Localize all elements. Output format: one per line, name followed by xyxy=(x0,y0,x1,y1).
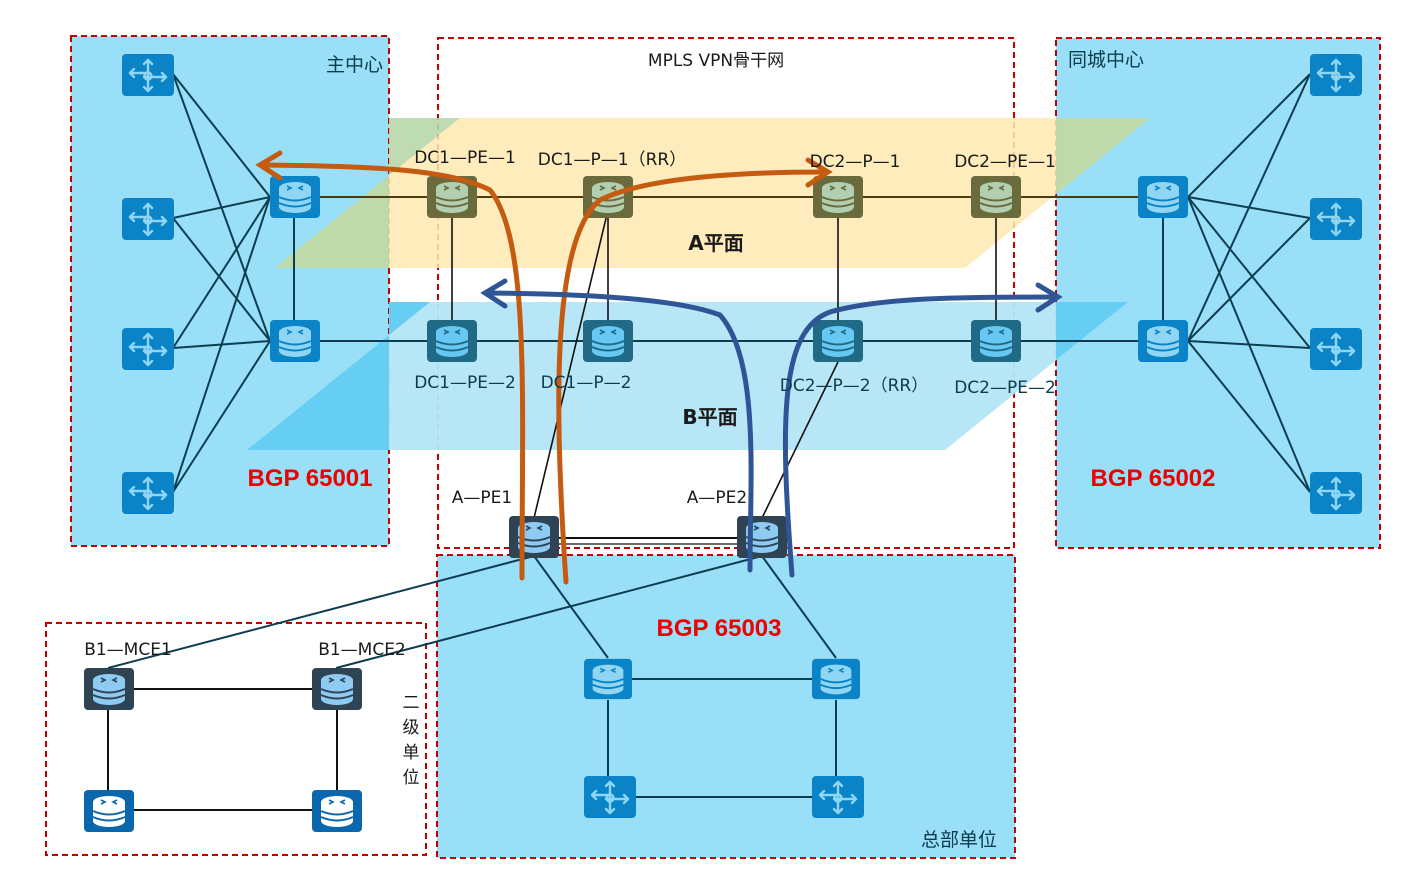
switch-icon[interactable] xyxy=(1310,198,1362,240)
node-label-b1-mce1: B1—MCE1 xyxy=(84,640,172,660)
router-icon-dc2-p-2[interactable] xyxy=(813,320,863,362)
router-icon-dc1-p-2[interactable] xyxy=(583,320,633,362)
svg-text:单: 单 xyxy=(403,743,420,763)
zone-title-city-center: 同城中心 xyxy=(1068,49,1144,71)
links-access xyxy=(558,537,738,545)
plane-b-overlap-right xyxy=(1056,302,1128,360)
router-icon-b1-mce2[interactable] xyxy=(312,668,362,710)
zone-hq xyxy=(436,554,1016,859)
links-city-center xyxy=(1162,73,1311,493)
router-icon[interactable] xyxy=(270,176,320,218)
plane-a-overlap-left xyxy=(275,118,460,268)
switch-icon[interactable] xyxy=(122,472,174,514)
router-icon-dc1-pe-2[interactable] xyxy=(427,320,477,362)
flow-a-plane xyxy=(255,150,833,585)
switch-icon[interactable] xyxy=(122,54,174,96)
node-label-dc2-pe-1: DC2—PE—1 xyxy=(954,152,1056,172)
node-label-dc1-pe-2: DC1—PE—2 xyxy=(414,373,516,393)
switch-icon[interactable] xyxy=(122,198,174,240)
links-hq xyxy=(107,555,837,798)
router-icon[interactable] xyxy=(1138,320,1188,362)
router-icon[interactable] xyxy=(312,790,362,832)
flow-b-plane xyxy=(480,278,1063,578)
svg-text:位: 位 xyxy=(403,768,420,788)
plane-a-overlap-right xyxy=(1056,118,1150,194)
as-label-65003: BGP 65003 xyxy=(657,615,782,642)
switch-icon[interactable] xyxy=(1310,328,1362,370)
node-label-a-pe1: A—PE1 xyxy=(452,488,512,508)
switch-icon[interactable] xyxy=(812,776,864,818)
router-icon[interactable] xyxy=(812,658,860,700)
as-label-65002: BGP 65002 xyxy=(1091,465,1216,492)
switch-icon[interactable] xyxy=(122,328,174,370)
node-label-a-pe2: A—PE2 xyxy=(687,488,747,508)
node-label-b1-mce2: B1—MCE2 xyxy=(318,640,406,660)
router-icon-dc2-pe-1[interactable] xyxy=(971,176,1021,218)
router-icon-dc2-p-1[interactable] xyxy=(813,176,863,218)
as-label-65001: BGP 65001 xyxy=(248,465,373,492)
router-icon[interactable] xyxy=(584,658,632,700)
router-icon[interactable] xyxy=(270,320,320,362)
links-branch xyxy=(107,688,338,811)
node-label-dc2-p-1: DC2—P—1 xyxy=(810,152,901,172)
router-icon-a-pe2[interactable] xyxy=(737,516,787,558)
plane-a-label: A平面 xyxy=(688,231,743,255)
switch-icon[interactable] xyxy=(1310,54,1362,96)
links-main-center xyxy=(172,73,295,493)
router-icon-b1-mce1[interactable] xyxy=(84,668,134,710)
plane-a xyxy=(275,118,1150,268)
switch-icon[interactable] xyxy=(1310,472,1362,514)
zone-title-main-center: 主中心 xyxy=(326,54,383,76)
plane-b-label: B平面 xyxy=(682,405,737,429)
router-icon[interactable] xyxy=(1138,176,1188,218)
node-label-dc2-pe-2: DC2—PE—2 xyxy=(954,378,1056,398)
node-label-dc1-p-1: DC1—P—1（RR） xyxy=(538,150,686,170)
switch-icon[interactable] xyxy=(584,776,636,818)
node-label-dc1-p-2: DC1—P—2 xyxy=(541,373,632,393)
plane-b-overlap-left xyxy=(247,302,430,450)
router-icon-dc2-pe-2[interactable] xyxy=(971,320,1021,362)
node-label-dc1-pe-1: DC1—PE—1 xyxy=(414,148,516,168)
router-icon-a-pe1[interactable] xyxy=(509,516,559,558)
zone-title-backbone: MPLS VPN骨干网 xyxy=(648,51,784,71)
links-vertical xyxy=(451,209,997,519)
router-icon[interactable] xyxy=(84,790,134,832)
zone-backbone xyxy=(437,37,1015,549)
node-label-dc2-p-2: DC2—P—2（RR） xyxy=(780,376,928,396)
svg-text:二: 二 xyxy=(403,693,420,713)
zone-title-hq: 总部单位 xyxy=(921,829,997,851)
zone-title-branch: 二 级 单 位 xyxy=(403,693,420,788)
svg-text:级: 级 xyxy=(403,718,420,738)
